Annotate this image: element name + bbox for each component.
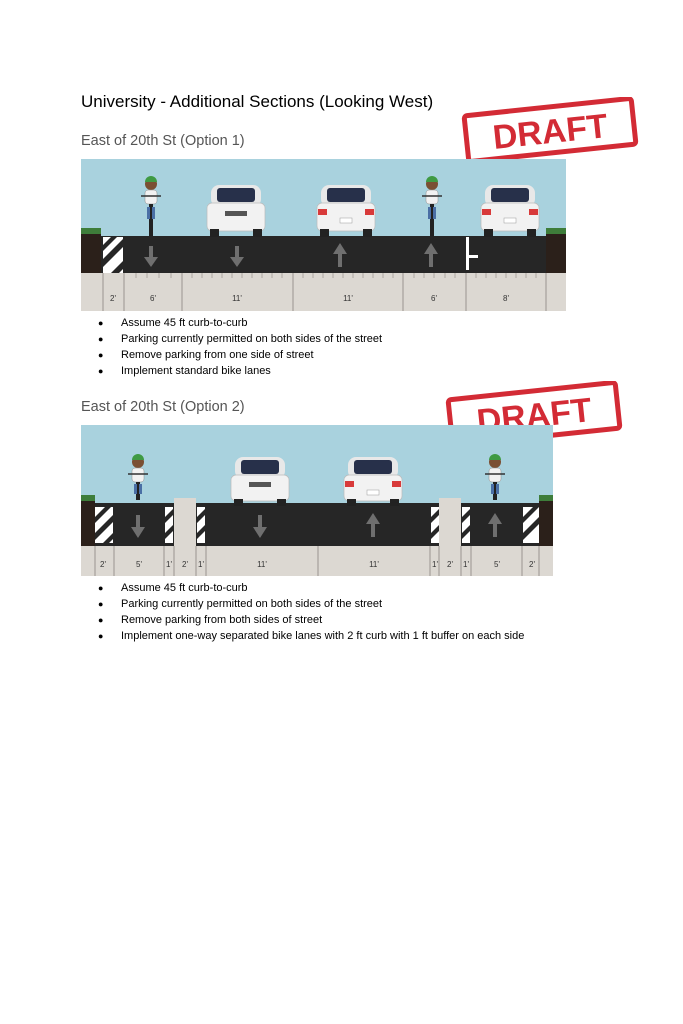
arrow-up-travel-lane	[366, 513, 380, 537]
dim-label: 6'	[431, 294, 437, 303]
arrow-up-bike-lane	[488, 513, 502, 537]
cyclist-icon	[485, 454, 505, 500]
car-icon	[343, 457, 403, 506]
street-section-2: 2' 5' 1' 2' 1' 11' 11' 1' 2' 1' 5' 2'	[81, 425, 553, 576]
sky	[81, 425, 553, 503]
list-item: Parking currently permitted on both side…	[81, 331, 382, 347]
list-item: Implement standard bike lanes	[81, 363, 382, 379]
ruler-ticks	[94, 546, 540, 576]
raised-curb-right	[439, 498, 461, 546]
dim-label: 6'	[150, 294, 156, 303]
buffer-hatch-left	[103, 237, 123, 273]
dim-label: 1'	[166, 560, 172, 569]
car-icon	[230, 457, 290, 506]
dim-label: 11'	[343, 294, 353, 303]
dim-label: 1'	[198, 560, 204, 569]
list-item: Remove parking from one side of street	[81, 347, 382, 363]
section-2-bullet-list: Assume 45 ft curb-to-curb Parking curren…	[81, 580, 524, 644]
ruler-ticks	[102, 273, 547, 311]
street-section-1-diagram: 2' 6' 11' 11' 6' 8'	[81, 159, 566, 311]
arrow-up-travel-lane	[333, 243, 347, 267]
dim-label: 2'	[182, 560, 188, 569]
cyclist-icon	[422, 176, 442, 236]
car-icon	[316, 185, 376, 237]
planter-left	[81, 501, 95, 546]
dim-label: 2'	[110, 294, 116, 303]
dim-label: 1'	[463, 560, 469, 569]
list-item: Implement one-way separated bike lanes w…	[81, 628, 524, 644]
arrow-down-bike-lane	[131, 515, 145, 538]
planter-right	[539, 501, 553, 546]
grass-right	[546, 228, 566, 236]
street-section-2-diagram: 2' 5' 1' 2' 1' 11' 11' 1' 2' 1' 5' 2'	[81, 425, 553, 576]
parked-car-icon	[480, 185, 540, 237]
grass-left	[81, 228, 101, 236]
dim-label: 2'	[100, 560, 106, 569]
arrow-up-bike-lane	[424, 243, 438, 267]
section-2-subtitle: East of 20th St (Option 2)	[81, 399, 245, 415]
raised-curb-left	[174, 498, 196, 546]
dim-label: 8'	[503, 294, 509, 303]
cyclist-icon	[128, 454, 148, 500]
dim-label: 11'	[257, 560, 267, 569]
dim-label: 1'	[432, 560, 438, 569]
roadway	[101, 236, 546, 273]
street-section-1: 2' 6' 11' 11' 6' 8'	[81, 159, 566, 311]
sidewalk	[81, 546, 553, 576]
cyclist-icon	[141, 176, 161, 236]
dim-label: 2'	[529, 560, 535, 569]
dim-label: 5'	[494, 560, 500, 569]
grass-right	[539, 495, 553, 503]
sidewalk	[81, 273, 566, 311]
draft-stamp-1: DRAFT	[461, 97, 639, 163]
dim-label: 11'	[369, 560, 379, 569]
arrow-down-travel-lane	[253, 515, 267, 538]
section-1-bullet-list: Assume 45 ft curb-to-curb Parking curren…	[81, 315, 382, 379]
arrow-down-bike-lane	[144, 246, 158, 267]
list-item: Remove parking from both sides of street	[81, 612, 524, 628]
section-1-subtitle: East of 20th St (Option 1)	[81, 133, 245, 149]
grass-left	[81, 495, 95, 503]
list-item: Assume 45 ft curb-to-curb	[81, 315, 382, 331]
dim-label: 11'	[232, 294, 242, 303]
arrow-down-travel-lane	[230, 246, 244, 267]
list-item: Assume 45 ft curb-to-curb	[81, 580, 524, 596]
dim-label: 5'	[136, 560, 142, 569]
car-icon	[206, 185, 266, 237]
dim-label: 2'	[447, 560, 453, 569]
list-item: Parking currently permitted on both side…	[81, 596, 524, 612]
roadway	[95, 503, 539, 546]
parking-line	[466, 237, 469, 270]
planter-left	[81, 234, 101, 273]
planter-right	[546, 234, 566, 273]
page-title: University - Additional Sections (Lookin…	[81, 92, 434, 111]
